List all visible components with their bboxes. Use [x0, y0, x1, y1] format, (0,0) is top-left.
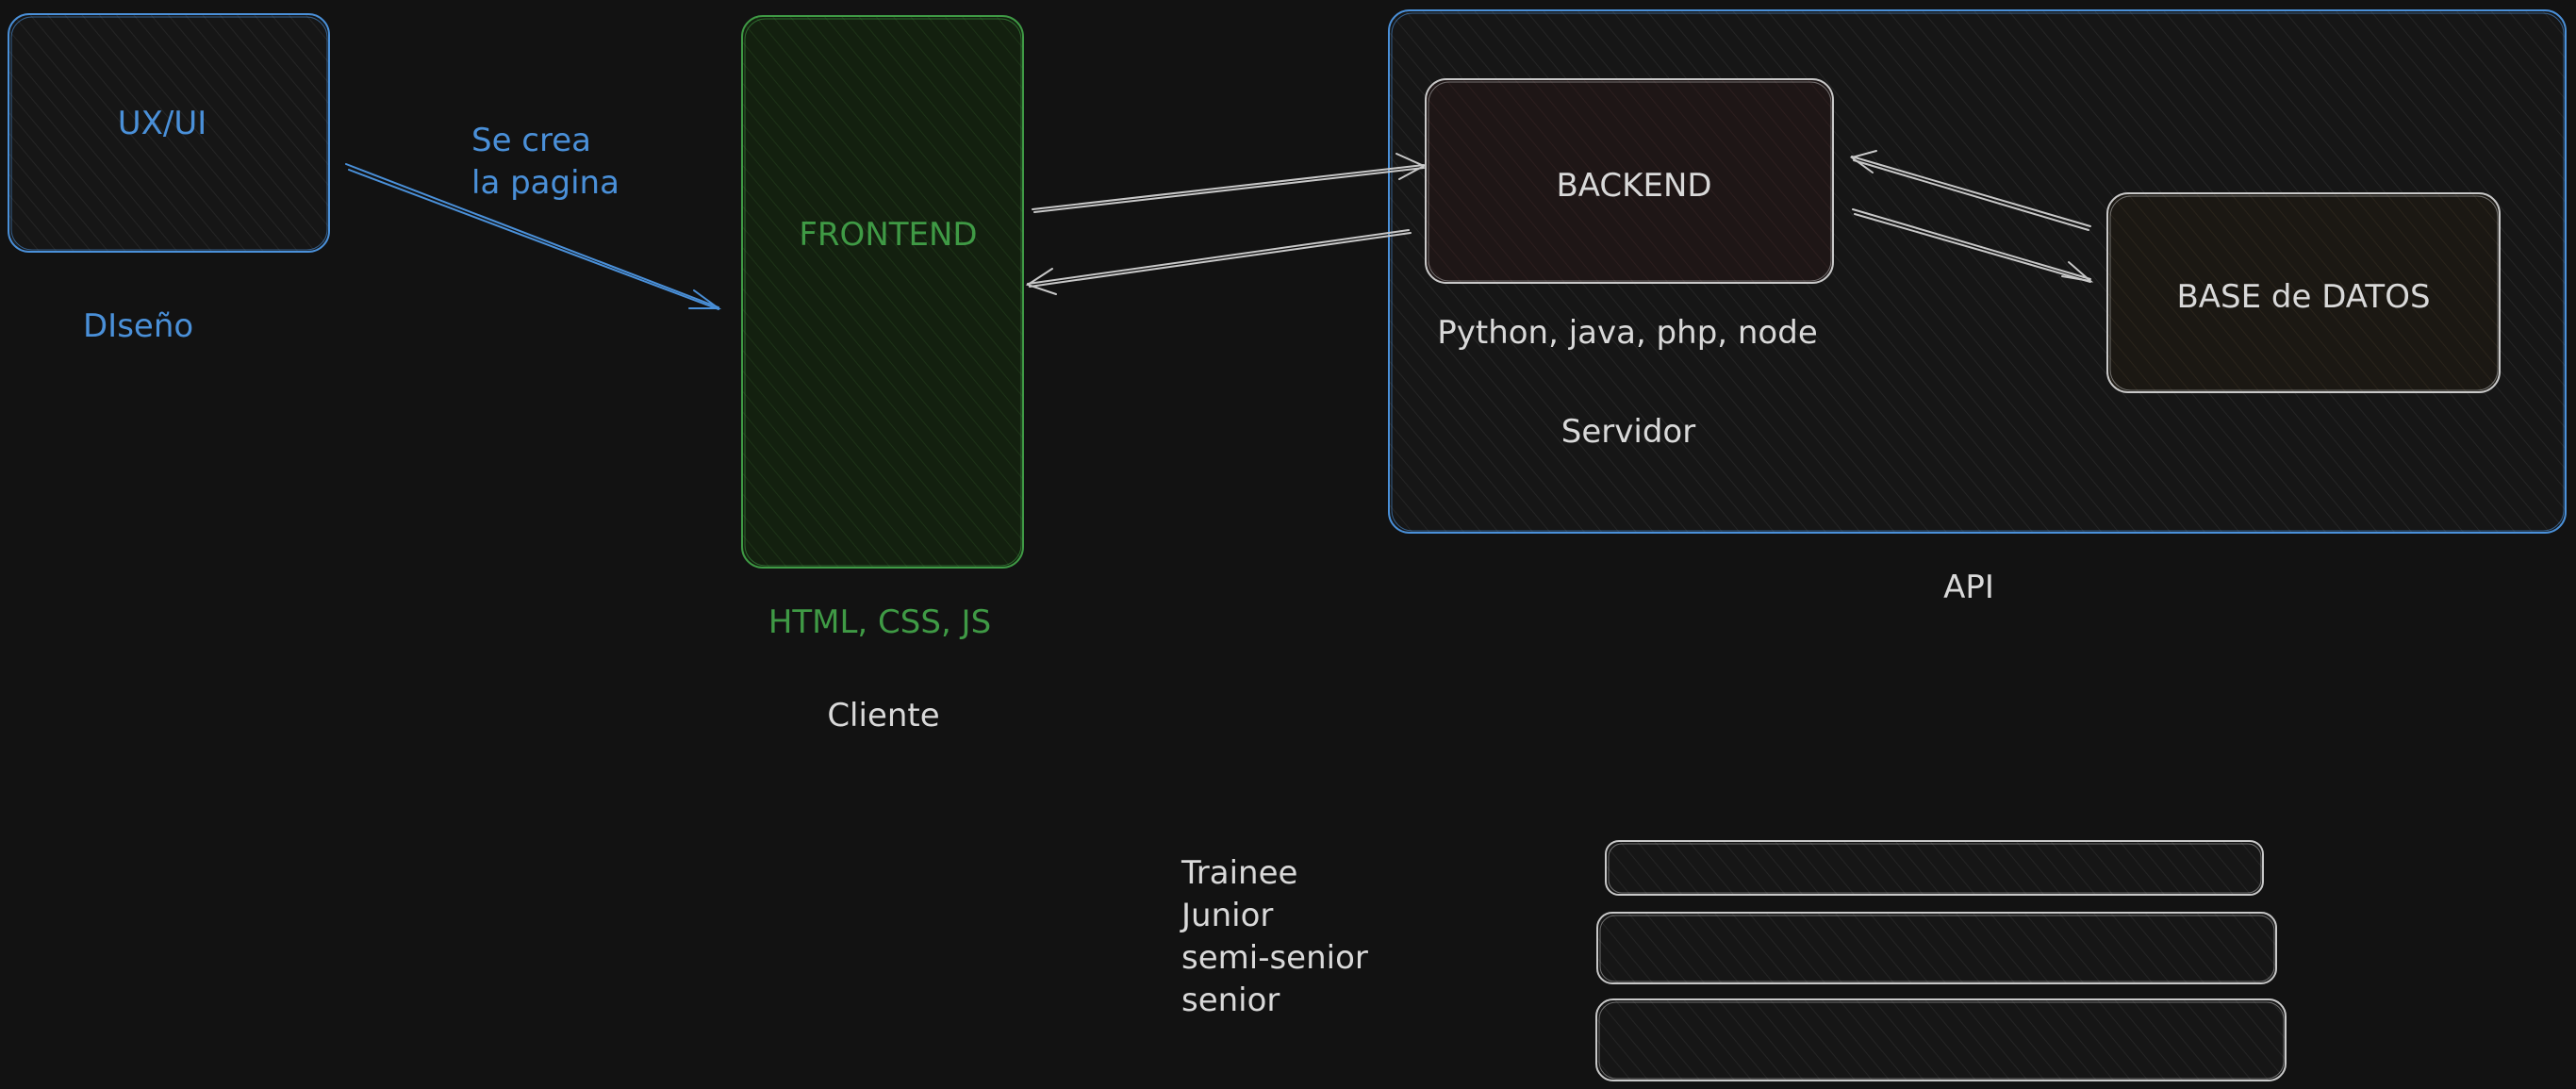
create-page-note-line2: la pagina	[471, 164, 619, 202]
api-caption: API	[1943, 569, 1994, 606]
arrow-backend-to-frontend	[1025, 229, 1412, 295]
arrow-database-to-backend	[1849, 150, 2091, 231]
client-caption: Cliente	[827, 697, 939, 734]
level-item: Trainee	[1181, 854, 1297, 892]
server-caption: Servidor	[1561, 413, 1695, 451]
arrow-design-to-frontend	[345, 163, 722, 310]
level-bar[interactable]	[1596, 912, 2277, 984]
frontend-box[interactable]: FRONTEND	[741, 15, 1024, 569]
level-bar[interactable]	[1595, 998, 2287, 1081]
arrow-backend-to-database	[1852, 208, 2094, 283]
database-box[interactable]: BASE de DATOS	[2106, 192, 2501, 393]
frontend-tech: HTML, CSS, JS	[768, 603, 991, 641]
database-label: BASE de DATOS	[2176, 278, 2430, 316]
frontend-label: FRONTEND	[799, 216, 977, 254]
level-item: semi-senior	[1181, 939, 1368, 977]
level-item: senior	[1181, 982, 1280, 1019]
arrow-frontend-to-backend	[1032, 153, 1427, 213]
backend-box[interactable]: BACKEND	[1425, 78, 1834, 284]
uxui-box[interactable]: UX/UI	[8, 13, 330, 253]
level-bar[interactable]	[1605, 840, 2264, 896]
backend-label: BACKEND	[1556, 167, 1711, 205]
levels-list: Trainee Junior semi-senior senior	[1180, 854, 1368, 1019]
level-item: Junior	[1180, 897, 1273, 934]
uxui-label: UX/UI	[118, 105, 207, 142]
create-page-note-line1: Se crea	[471, 122, 591, 159]
design-caption: DIseño	[83, 307, 193, 345]
backend-tech: Python, java, php, node	[1437, 314, 1818, 352]
